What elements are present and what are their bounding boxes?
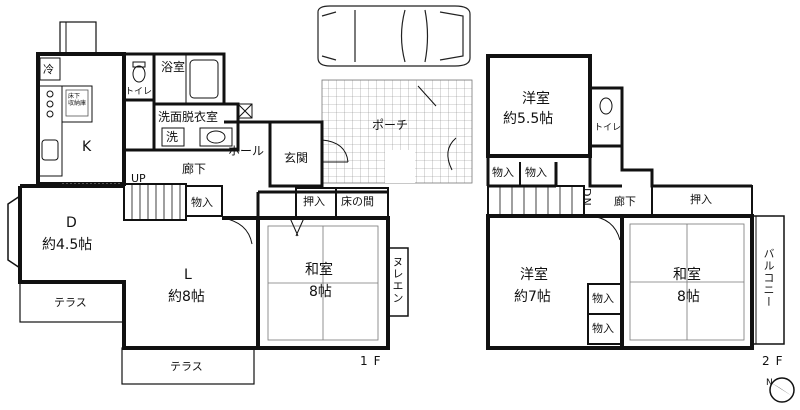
washer-label: 洗 (166, 130, 179, 144)
floor2-label: 2F (762, 354, 789, 368)
car-icon (317, 5, 471, 67)
washitsu-label-1f: 和室 (305, 262, 333, 278)
floor1-label: 1F (360, 354, 387, 368)
floor2-plan (486, 54, 785, 350)
dining-size-label: 約4.5帖 (42, 237, 93, 253)
western-south-label: 洋室 (520, 267, 548, 283)
stairs-up-label: UP (131, 172, 146, 185)
washitsu-size-label-2f: 8帖 (677, 289, 700, 305)
storage-label-2f-4: 物入 (592, 322, 614, 335)
terrace-west-label: テラス (54, 296, 87, 309)
washitsu-size-label-1f: 8帖 (309, 284, 332, 300)
underfloor-storage-label: 床下 収納庫 (68, 93, 87, 107)
terrace-south-label: テラス (170, 360, 203, 373)
storage-label-2f-2: 物入 (525, 166, 547, 179)
porch-label: ポーチ (372, 118, 409, 132)
bath-label: 浴室 (161, 60, 186, 74)
storage-label-2f-3: 物入 (592, 292, 614, 305)
washroom-label: 洗面脱衣室 (158, 110, 219, 124)
stairs-down-label: DN (580, 188, 593, 207)
fridge-label: 冷 (43, 63, 54, 76)
toilet-label-1f: トイレ (125, 87, 153, 97)
western-north-size-label: 約5.5帖 (503, 111, 554, 127)
hall-label: ホール (228, 144, 265, 158)
living-size-label: 約8帖 (168, 289, 205, 305)
balcony-label: バルコニー (762, 248, 775, 308)
floor1-plan (7, 21, 473, 385)
storage-label-1f: 物入 (191, 196, 213, 209)
kitchen-label: K (82, 139, 92, 155)
toilet-label-2f: トイレ (594, 123, 622, 133)
closet-label-1f: 押入 (303, 195, 325, 208)
entrance-label: 玄関 (284, 151, 309, 165)
washitsu-label-2f: 和室 (673, 267, 701, 283)
compass-icon (769, 377, 795, 403)
corridor-label-2f: 廊下 (614, 195, 636, 208)
dining-label: D (66, 215, 77, 231)
closet-label-2f: 押入 (690, 193, 712, 206)
storage-label-2f-1: 物入 (492, 166, 514, 179)
tokonoma-label: 床の間 (341, 195, 374, 208)
western-south-size-label: 約7帖 (514, 289, 551, 305)
compass-north-label: N (766, 378, 773, 388)
corridor-label-1f: 廊下 (182, 162, 207, 176)
living-label: L (184, 267, 192, 283)
western-north-label: 洋室 (522, 91, 550, 107)
nureen-label: ヌレエン (391, 256, 404, 304)
